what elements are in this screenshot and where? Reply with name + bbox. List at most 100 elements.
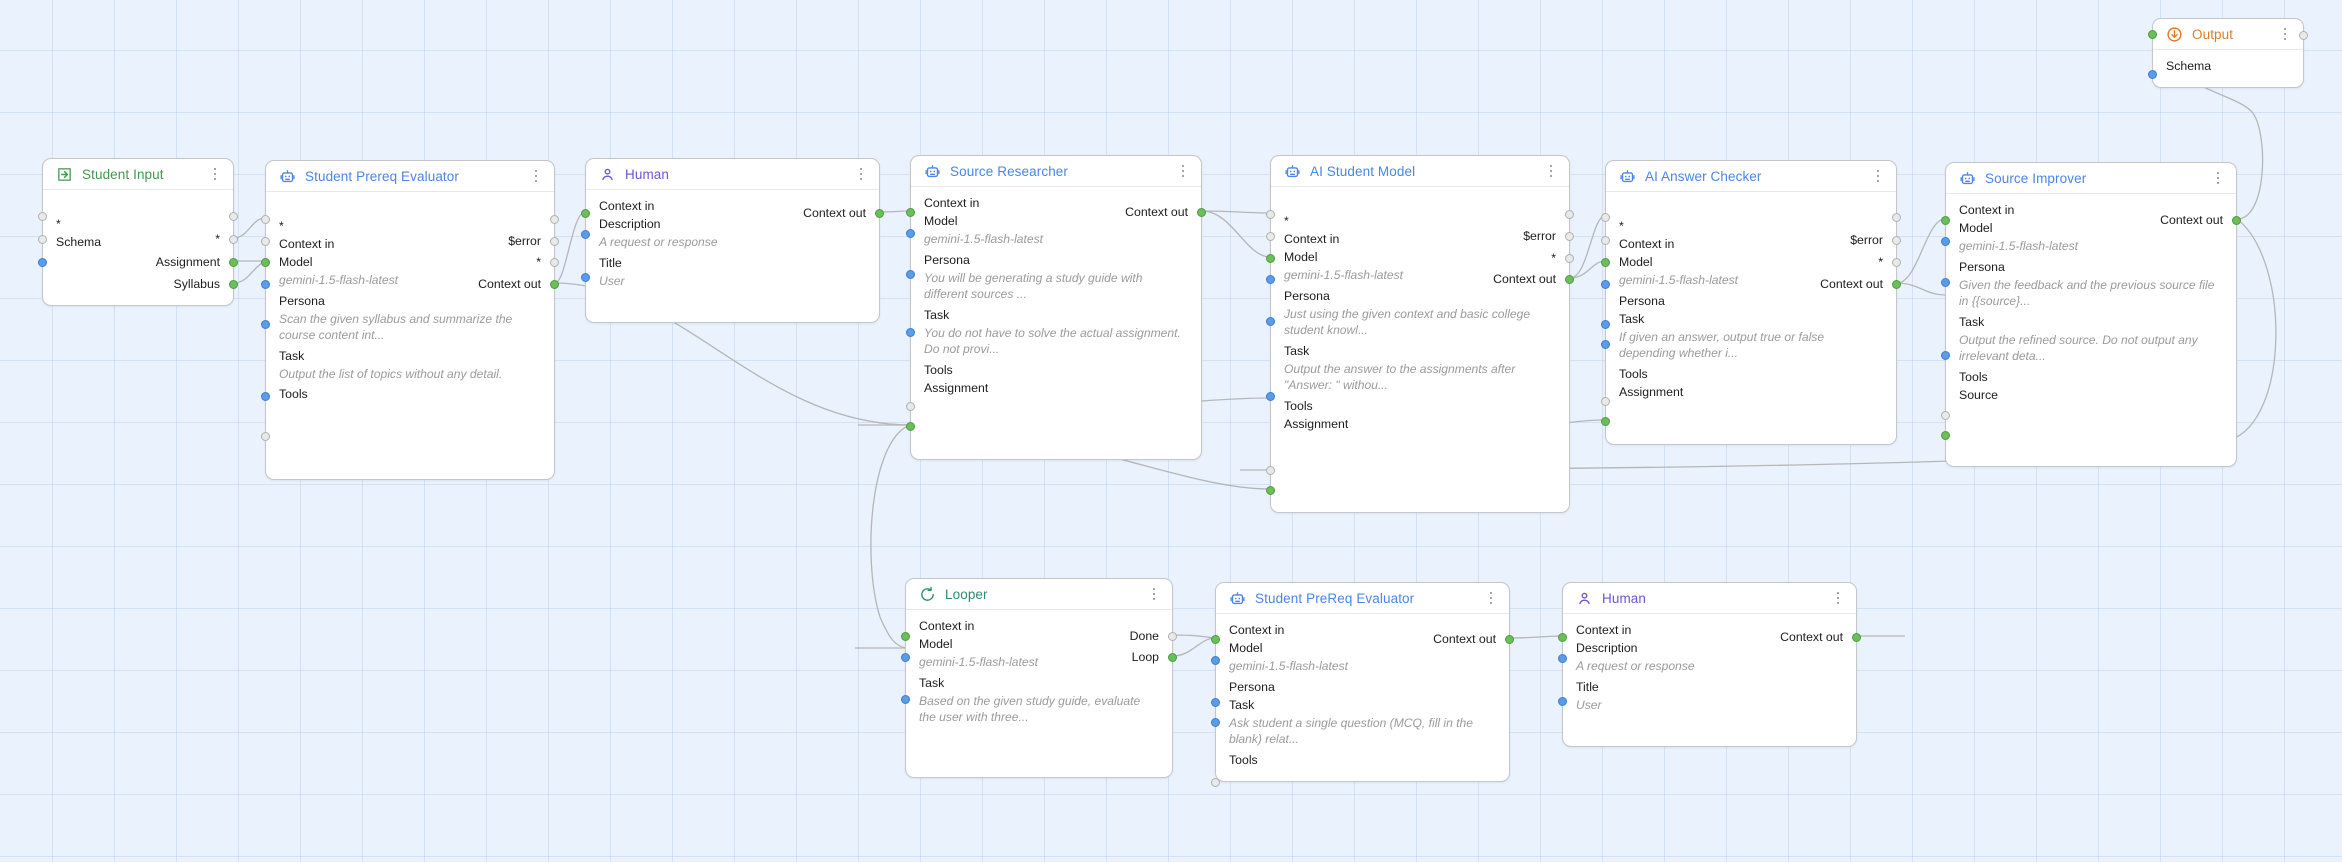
- port-row-input[interactable]: Tools: [1946, 369, 2236, 386]
- output-port--[interactable]: [1565, 254, 1574, 263]
- port-row-input[interactable]: Title: [1563, 679, 1856, 696]
- field-value[interactable]: You do not have to solve the actual assi…: [924, 325, 1181, 357]
- node-menu-icon[interactable]: [2211, 170, 2225, 186]
- port-row-input[interactable]: Context in: [1606, 236, 1896, 253]
- field-value[interactable]: Given the feedback and the previous sour…: [1959, 277, 2215, 309]
- output-port-context-out[interactable]: [1505, 635, 1514, 644]
- port-row-input[interactable]: [43, 198, 233, 215]
- input-port-tools[interactable]: [1211, 778, 1220, 787]
- field-value[interactable]: A request or response: [1576, 659, 1695, 673]
- node-menu-icon[interactable]: [1831, 590, 1845, 606]
- output-port-assignment[interactable]: [229, 258, 238, 267]
- node-header[interactable]: Human: [586, 159, 879, 190]
- node-menu-icon[interactable]: [1484, 590, 1498, 606]
- field-value[interactable]: Based on the given study guide, evaluate…: [919, 693, 1141, 725]
- node-menu-icon[interactable]: [1176, 163, 1190, 179]
- input-port-persona[interactable]: [261, 320, 270, 329]
- port-row-input[interactable]: Assignment: [911, 380, 1201, 397]
- node-header[interactable]: Looper: [906, 579, 1172, 610]
- port-row-input[interactable]: Context in: [1946, 202, 2236, 219]
- port-row-input[interactable]: [266, 200, 554, 217]
- input-port-title[interactable]: [581, 273, 590, 282]
- output-port-context-out[interactable]: [1197, 208, 1206, 217]
- port-row-input[interactable]: Source: [1946, 387, 2236, 404]
- output-port-$error[interactable]: [1565, 232, 1574, 241]
- field-value[interactable]: gemini-1.5-flash-latest: [1284, 268, 1403, 282]
- node-menu-icon[interactable]: [854, 166, 868, 182]
- field-value[interactable]: gemini-1.5-flash-latest: [919, 655, 1038, 669]
- input-port-context-in[interactable]: [1601, 258, 1610, 267]
- output-port-context-out[interactable]: [550, 280, 559, 289]
- node-header[interactable]: Source Improver: [1946, 163, 2236, 194]
- field-value[interactable]: Ask student a single question (MCQ, fill…: [1229, 715, 1474, 747]
- port-row-input[interactable]: *: [1606, 218, 1896, 235]
- input-port-model[interactable]: [901, 653, 910, 662]
- output-port-context-out[interactable]: [1892, 280, 1901, 289]
- input-port-tools[interactable]: [261, 432, 270, 441]
- port-row-input[interactable]: Context in: [266, 236, 554, 253]
- input-port-schema[interactable]: [38, 258, 47, 267]
- port-row-input[interactable]: *: [43, 216, 233, 233]
- output-port-syllabus[interactable]: [229, 280, 238, 289]
- field-value[interactable]: If given an answer, output true or false…: [1619, 329, 1825, 361]
- port-row-input[interactable]: Task: [911, 307, 1201, 324]
- port-row-input[interactable]: Tools: [1216, 752, 1509, 769]
- output-port-anon[interactable]: [229, 212, 238, 221]
- port-row-input[interactable]: Tools: [1606, 366, 1896, 383]
- output-port-loop[interactable]: [1168, 653, 1177, 662]
- node-menu-icon[interactable]: [208, 166, 222, 182]
- input-port-model[interactable]: [1211, 656, 1220, 665]
- input-port-persona[interactable]: [906, 270, 915, 279]
- port-row-input[interactable]: Model: [1216, 640, 1509, 657]
- input-port-description[interactable]: [1558, 654, 1567, 663]
- port-row-input[interactable]: Persona: [1271, 288, 1569, 305]
- port-row-input[interactable]: Task: [1271, 343, 1569, 360]
- input-port-anon[interactable]: [1601, 213, 1610, 222]
- port-row-input[interactable]: Persona: [266, 293, 554, 310]
- output-port-anon[interactable]: [1892, 213, 1901, 222]
- output-port-anon[interactable]: [550, 215, 559, 224]
- port-row-input[interactable]: Task: [266, 348, 554, 365]
- input-port-context-in[interactable]: [906, 208, 915, 217]
- output-port-anon[interactable]: [2299, 31, 2308, 40]
- input-port-task[interactable]: [906, 328, 915, 337]
- port-row-input[interactable]: Tools: [911, 362, 1201, 379]
- output-port-context-out[interactable]: [875, 209, 884, 218]
- field-value[interactable]: User: [1576, 697, 1602, 712]
- port-row-input[interactable]: Context in: [1563, 622, 1856, 639]
- output-port-anon[interactable]: [1565, 210, 1574, 219]
- port-row-input[interactable]: Model: [1946, 220, 2236, 237]
- field-value[interactable]: gemini-1.5-flash-latest: [924, 232, 1043, 246]
- input-port-tools[interactable]: [906, 402, 915, 411]
- input-port-title[interactable]: [1558, 697, 1567, 706]
- port-row-input[interactable]: Assignment: [1271, 416, 1569, 433]
- output-port-context-out[interactable]: [1852, 633, 1861, 642]
- field-value[interactable]: Output the answer to the assignments aft…: [1284, 361, 1516, 393]
- field-value[interactable]: gemini-1.5-flash-latest: [1229, 659, 1348, 673]
- input-port-persona[interactable]: [1601, 320, 1610, 329]
- output-port-context-out[interactable]: [1565, 275, 1574, 284]
- input-port-persona[interactable]: [1266, 317, 1275, 326]
- node-menu-icon[interactable]: [1871, 168, 1885, 184]
- input-port-context-in[interactable]: [261, 258, 270, 267]
- port-row-input[interactable]: Task: [1946, 314, 2236, 331]
- output-port-$error[interactable]: [1892, 236, 1901, 245]
- field-value[interactable]: gemini-1.5-flash-latest: [1619, 273, 1738, 287]
- field-value[interactable]: Just using the given context and basic c…: [1284, 306, 1531, 338]
- input-port-description[interactable]: [581, 230, 590, 239]
- port-row-input[interactable]: [1271, 195, 1569, 212]
- port-row-input[interactable]: Schema: [43, 234, 233, 251]
- input-port-task[interactable]: [1941, 351, 1950, 360]
- input-port-header[interactable]: [2148, 30, 2157, 39]
- port-row-input[interactable]: *: [266, 218, 554, 235]
- field-value[interactable]: Output the refined source. Do not output…: [1959, 332, 2198, 364]
- node-header[interactable]: Source Researcher: [911, 156, 1201, 187]
